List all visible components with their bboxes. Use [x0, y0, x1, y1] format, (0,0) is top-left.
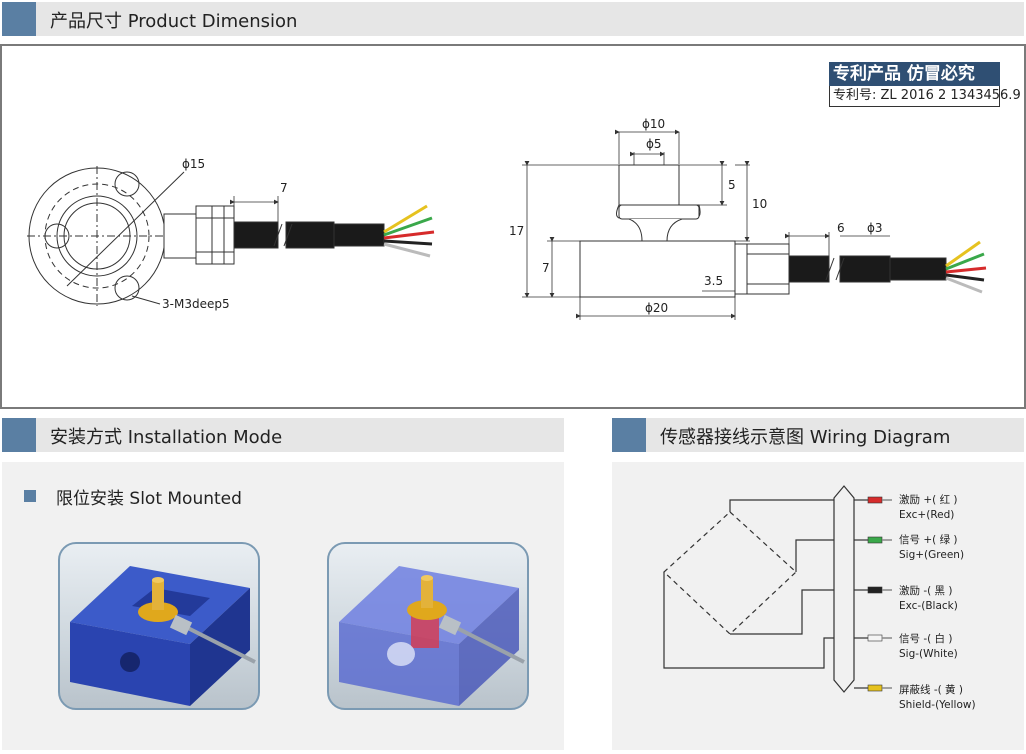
side-cable-gland: [746, 243, 790, 295]
patent-badge: 专利产品 仿冒必究 专利号: ZL 2016 2 1343456.9: [829, 62, 1021, 107]
dim-phi5: ϕ5: [646, 137, 662, 151]
section-title: 安装方式 Installation Mode: [50, 427, 283, 448]
wire-label-exc-plus: 激励 +( 红 ) Exc+(Red): [899, 493, 958, 523]
load-button: [618, 164, 680, 206]
dim-3-5: 3.5: [704, 274, 723, 288]
wire-label-en: Exc+(Red): [899, 509, 955, 521]
cable-gland-body: [195, 205, 235, 265]
dimension-drawing: ϕ15 7 3-M3deep5: [27, 117, 987, 320]
mode-label: 限位安装 Slot Mounted: [56, 489, 242, 509]
dim-7: 7: [542, 261, 550, 275]
front-view: [27, 166, 435, 306]
mount-hole-bottom: [114, 275, 140, 301]
section-marker: [2, 418, 36, 452]
section-header-wiring: 传感器接线示意图 Wiring Diagram: [612, 418, 1024, 452]
patent-headline: 专利产品 仿冒必究: [829, 62, 1000, 86]
wire-sig-plus-line: [795, 539, 852, 572]
dim-phi10: ϕ10: [642, 117, 665, 131]
wire-label-cn: 信号 +( 绿 ): [899, 534, 958, 546]
dim-thread: 3-M3deep5: [162, 297, 230, 311]
dim-phi15: ϕ15: [182, 157, 205, 171]
installation-panel: 限位安装 Slot Mounted: [2, 462, 564, 750]
section-title: 产品尺寸 Product Dimension: [50, 11, 298, 32]
dim-10: 10: [752, 197, 767, 211]
mode-marker: [24, 490, 36, 502]
sensor-body: [579, 240, 736, 298]
wire-label-cn: 信号 -( 白 ): [899, 633, 953, 645]
button-flange: [618, 204, 700, 220]
slot-mounted-photo-1: [58, 542, 260, 710]
slot-mounted-photo-2: [327, 542, 529, 710]
dim-front-7: 7: [280, 181, 288, 195]
section-header-dimension: 产品尺寸 Product Dimension: [2, 2, 1024, 36]
wire-label-sig-plus: 信号 +( 绿 ) Sig+(Green): [899, 533, 964, 563]
wire-sig-minus-line: [663, 572, 852, 669]
phi15-leader: [66, 171, 185, 287]
wire-label-en: Shield-(Yellow): [899, 699, 976, 711]
dim-17: 17: [509, 224, 524, 238]
wire-label-cn: 激励 +( 红 ): [899, 494, 958, 506]
wire-tips: [867, 496, 892, 692]
wire-label-shield: 屏蔽线 -( 黄 ) Shield-(Yellow): [899, 683, 976, 713]
wire-label-en: Sig-(White): [899, 648, 958, 660]
cable-gland-nut: [163, 213, 197, 259]
section-marker: [612, 418, 646, 452]
patent-number: 专利号: ZL 2016 2 1343456.9: [829, 86, 1021, 107]
wire-label-exc-minus: 激励 -( 黑 ) Exc-(Black): [899, 584, 958, 614]
dim-6: 6: [837, 221, 845, 235]
section-header-installation: 安装方式 Installation Mode: [2, 418, 564, 452]
dim-phi20: ϕ20: [645, 301, 668, 315]
wiring-diagram: [663, 485, 892, 693]
wire-label-en: Exc-(Black): [899, 600, 958, 612]
wire-exc-minus-line: [730, 589, 852, 635]
wire-label-cn: 激励 -( 黑 ): [899, 585, 953, 597]
dim-5: 5: [728, 178, 736, 192]
thread-leader: [131, 295, 161, 305]
bridge-diamond: [663, 511, 797, 635]
side-view: [522, 129, 987, 320]
center-bore-circle: [56, 195, 138, 277]
dim-phi3: ϕ3: [867, 221, 883, 235]
wire-label-cn: 屏蔽线 -( 黄 ): [899, 684, 963, 696]
dimension-drawing-box: ϕ15 7 3-M3deep5: [0, 44, 1026, 409]
mount-hole-top: [114, 171, 140, 197]
cable-bundle: [833, 485, 855, 693]
wire-label-sig-minus: 信号 -( 白 ) Sig-(White): [899, 632, 958, 662]
wiring-panel: 激励 +( 红 ) Exc+(Red) 信号 +( 绿 ) Sig+(Green…: [612, 462, 1024, 750]
cable-jacket: [333, 223, 385, 247]
wire-exc-plus-line: [729, 499, 852, 512]
section-marker: [2, 2, 36, 36]
section-title: 传感器接线示意图 Wiring Diagram: [660, 427, 951, 448]
wire-label-en: Sig+(Green): [899, 549, 965, 561]
